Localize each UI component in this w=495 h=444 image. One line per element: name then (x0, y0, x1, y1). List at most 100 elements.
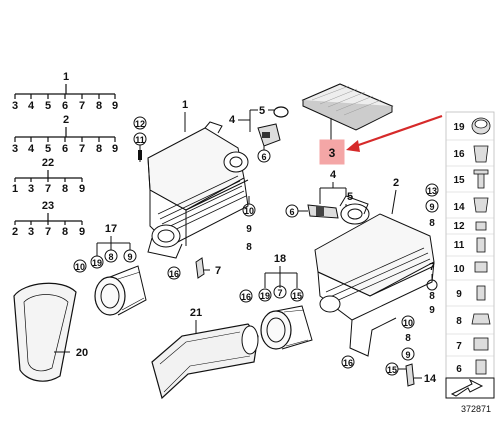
tree-child[interactable]: 5 (45, 143, 51, 155)
stud-thumbnail (476, 237, 486, 253)
callout-10[interactable]: 10 (244, 206, 254, 216)
callout-21[interactable]: 21 (190, 307, 202, 319)
panel-label-16[interactable]: 16 (453, 149, 465, 160)
screw-stack-lower-right: 10 8 9 15 14 16 (341, 315, 437, 387)
highlight-box (319, 139, 345, 165)
panel-label-10[interactable]: 10 (453, 264, 465, 275)
tree-label[interactable]: 22 (42, 157, 54, 169)
panel-label-9[interactable]: 9 (456, 289, 462, 300)
callout-19[interactable]: 19 (92, 258, 102, 268)
panel-label-15[interactable]: 15 (453, 175, 465, 186)
tree-child[interactable]: 4 (28, 143, 35, 155)
tree-child[interactable]: 3 (12, 100, 18, 112)
tree-child[interactable]: 3 (28, 226, 34, 238)
air-filter-housing-left (147, 121, 249, 259)
callout-8[interactable]: 8 (246, 242, 252, 253)
callout-4[interactable]: 4 (330, 169, 337, 181)
filter-element: 3 (301, 83, 443, 165)
callout-16[interactable]: 16 (169, 269, 179, 279)
tree-label[interactable]: 2 (63, 114, 69, 126)
tree-child[interactable]: 6 (62, 143, 68, 155)
tree-child[interactable]: 8 (96, 143, 102, 155)
panel-label-19[interactable]: 19 (453, 122, 465, 133)
callout-10[interactable]: 10 (403, 318, 413, 328)
callout-13[interactable]: 13 (427, 186, 437, 196)
callout-19[interactable]: 19 (260, 291, 270, 301)
callout-10[interactable]: 10 (75, 262, 85, 272)
callout-12[interactable]: 12 (135, 119, 145, 129)
callout-3[interactable]: 3 (329, 146, 336, 160)
tree-group-23: 23 2 3 7 8 9 (12, 200, 85, 238)
tree-child[interactable]: 7 (79, 143, 85, 155)
callout-9[interactable]: 9 (429, 305, 435, 316)
callout-2[interactable]: 2 (393, 177, 399, 189)
tree-child[interactable]: 3 (28, 183, 34, 195)
tree-child[interactable]: 1 (12, 183, 18, 195)
bolt-small-thumbnail (475, 359, 487, 375)
callout-8[interactable]: 8 (429, 291, 435, 302)
callout-15[interactable]: 15 (387, 365, 397, 375)
tree-child[interactable]: 4 (28, 100, 35, 112)
panel-label-6[interactable]: 6 (456, 364, 462, 375)
tree-child[interactable]: 7 (45, 183, 51, 195)
tree-child[interactable]: 9 (79, 226, 85, 238)
callout-11[interactable]: 11 (135, 135, 145, 145)
clip-thumbnail (473, 197, 489, 213)
tree-group-22: 22 1 3 7 8 9 (12, 157, 85, 195)
grommet-16: 16 (167, 266, 181, 280)
panel-label-11[interactable]: 11 (454, 240, 465, 251)
tree-child[interactable]: 7 (45, 226, 51, 238)
callout-8[interactable]: 7 (277, 288, 282, 298)
tree-label[interactable]: 1 (63, 71, 69, 83)
tree-child[interactable]: 7 (79, 100, 85, 112)
intake-hose-20: 20 (13, 282, 88, 382)
panel-label-12[interactable]: 12 (453, 221, 465, 232)
grommet-thumbnail (473, 145, 489, 163)
callout-7[interactable]: 7 (429, 262, 435, 273)
tree-label[interactable]: 23 (42, 200, 54, 212)
callout-10[interactable]: 16 (241, 292, 251, 302)
tree-child[interactable]: 8 (62, 183, 68, 195)
clip-7-left: 7 (195, 257, 221, 279)
tree-group-1: 1 3 4 5 6 7 8 9 (12, 71, 118, 112)
callout-9[interactable]: 15 (292, 291, 302, 301)
callout-5[interactable]: 5 (259, 105, 265, 117)
callout-16[interactable]: 16 (343, 358, 353, 368)
tree-child[interactable]: 2 (12, 226, 18, 238)
callout-6[interactable]: 6 (289, 207, 294, 217)
navigation-arrow-box[interactable] (445, 377, 495, 399)
pointer-arrow (349, 114, 443, 150)
cap-thumbnail (471, 313, 491, 325)
panel-label-7[interactable]: 7 (456, 341, 462, 352)
tree-child[interactable]: 9 (112, 143, 118, 155)
callout-8[interactable]: 8 (405, 333, 411, 344)
bush-thumbnail (473, 337, 489, 351)
tree-child[interactable]: 5 (45, 100, 51, 112)
tree-child[interactable]: 8 (62, 226, 68, 238)
callout-20[interactable]: 20 (76, 347, 88, 359)
sensor-assembly-left: 4 5 6 (229, 105, 289, 163)
tree-child[interactable]: 6 (62, 100, 68, 112)
callout-17[interactable]: 17 (105, 223, 117, 235)
tree-child[interactable]: 9 (112, 100, 118, 112)
callout-6[interactable]: 6 (261, 152, 266, 162)
panel-label-14[interactable]: 14 (453, 202, 465, 213)
tree-child[interactable]: 3 (12, 143, 18, 155)
callout-1[interactable]: 1 (182, 99, 188, 111)
tree-child[interactable]: 9 (79, 183, 85, 195)
callout-8[interactable]: 8 (429, 218, 435, 229)
callout-8[interactable]: 8 (108, 252, 113, 262)
callout-9[interactable]: 9 (429, 202, 434, 212)
callout-14[interactable]: 14 (424, 373, 437, 385)
callout-4[interactable]: 4 (229, 114, 236, 126)
nut-thumbnail (475, 221, 487, 231)
panel-label-8[interactable]: 8 (456, 316, 462, 327)
callout-9[interactable]: 9 (246, 224, 252, 235)
tree-child[interactable]: 8 (96, 100, 102, 112)
callout-9[interactable]: 9 (127, 252, 132, 262)
callout-9[interactable]: 9 (405, 350, 410, 360)
screw-stack-right: 7 8 9 (426, 262, 438, 316)
callout-7[interactable]: 7 (215, 265, 221, 277)
callout-18[interactable]: 18 (274, 253, 286, 265)
